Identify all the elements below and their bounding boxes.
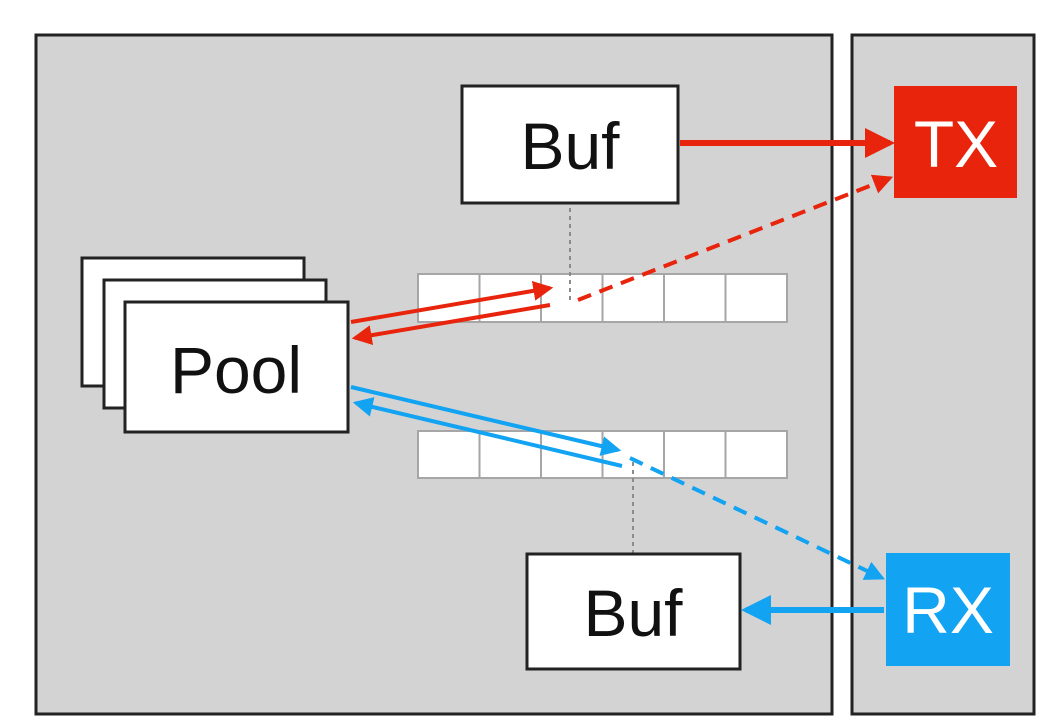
rx-label: RX — [902, 573, 994, 647]
rx-ring — [417, 430, 788, 479]
tx-block — [894, 86, 1017, 198]
pool-label: Pool — [170, 333, 302, 407]
rx-ring-to-pool-arrow — [352, 397, 623, 468]
tx-ring-slot — [724, 273, 788, 323]
ring-to-tx-dashed-arrow — [577, 174, 894, 302]
rx-block — [886, 553, 1010, 666]
tx-buf-box — [460, 84, 680, 205]
tx-ring-slot — [540, 273, 604, 323]
rx-ring-slot — [417, 430, 481, 479]
rx-buf-label: Buf — [583, 576, 683, 650]
rx-ring-slot — [724, 430, 788, 479]
pool-to-tx-ring-arrow — [350, 280, 554, 324]
tx-ring-slot — [663, 273, 727, 323]
pool-to-rx-ring-arrow — [350, 385, 622, 456]
tx-buf-label: Buf — [520, 109, 620, 183]
pool-stack: Pool — [80, 256, 350, 434]
tx-ring-to-pool-arrow — [351, 303, 551, 346]
tx-ring — [417, 273, 788, 323]
rx-ring-slot — [663, 430, 727, 479]
tx-ring-slot — [417, 273, 481, 323]
rx-buf-box — [525, 552, 742, 671]
tx-ring-slot — [601, 273, 665, 323]
tx-label: TX — [914, 107, 998, 181]
rx-ring-to-rx-dashed-arrow — [629, 456, 886, 580]
pool-box — [123, 300, 350, 434]
